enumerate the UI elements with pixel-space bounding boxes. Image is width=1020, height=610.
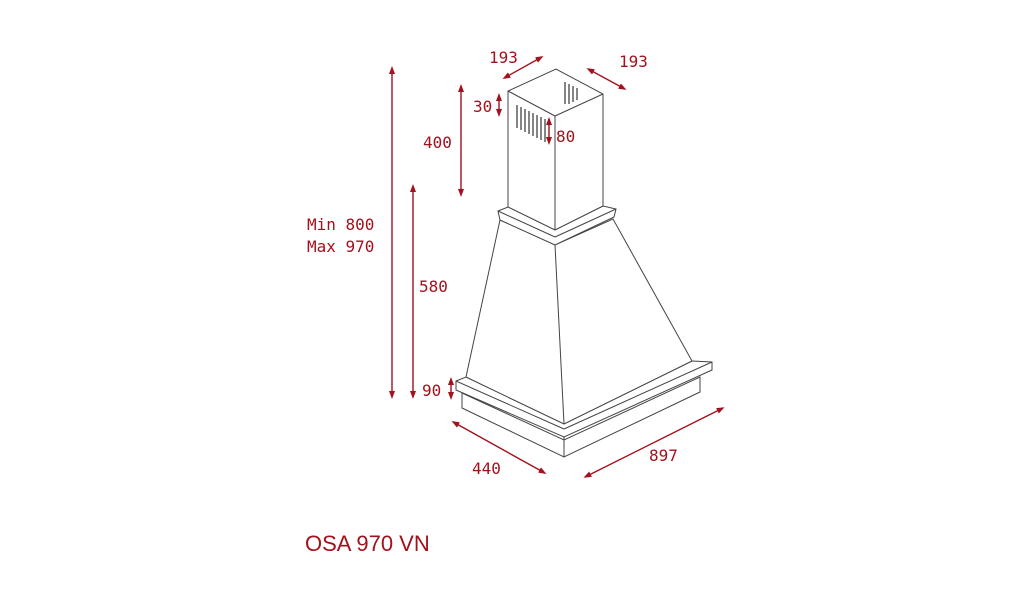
dim-vent-height: 80 [556, 127, 575, 146]
dimension-labels: 193 193 30 80 400 Min 800 Max 970 580 90… [307, 48, 678, 478]
dim-base-height: 90 [422, 381, 441, 400]
dim-width: 897 [649, 446, 678, 465]
dim-chimney-width-right: 193 [619, 52, 648, 71]
dimension-arrows [389, 56, 725, 478]
dim-depth: 440 [472, 459, 501, 478]
dim-hood-height: 580 [419, 277, 448, 296]
dim-chimney-height: 400 [423, 133, 452, 152]
vent-slots [516, 82, 578, 142]
dim-chimney-width-left: 193 [489, 48, 518, 67]
hood-drawing [455, 68, 713, 458]
model-name: OSA 970 VN [305, 531, 430, 556]
dim-total-height-min: Min 800 [307, 215, 374, 234]
dim-vent-offset: 30 [473, 97, 492, 116]
dim-total-height-max: Max 970 [307, 237, 374, 256]
